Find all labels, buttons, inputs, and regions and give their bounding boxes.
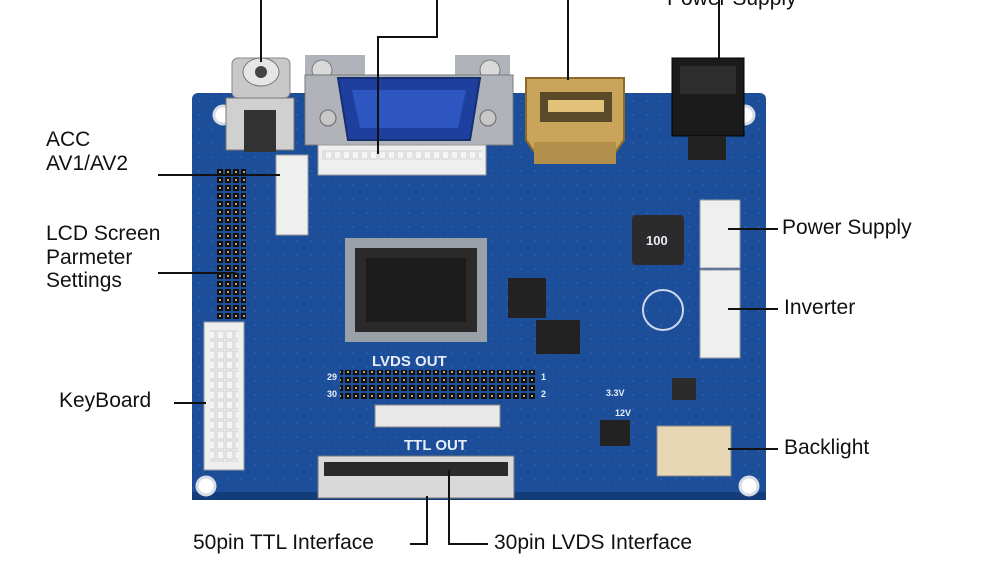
label-backlight: Backlight: [784, 436, 870, 459]
svg-text:100: 100: [646, 233, 668, 248]
label-power-supply: Power Supply: [782, 216, 912, 239]
leader-top-av: [260, 0, 262, 62]
ttl-out-silk: TTL OUT: [404, 437, 467, 454]
label-acc: ACC: [46, 128, 91, 151]
leader-lcd: [158, 272, 236, 274]
leader-top-power: [718, 0, 720, 60]
label-ttl-interface: 50pin TTL Interface: [193, 531, 374, 554]
label-parmeter: Parmeter: [46, 246, 133, 269]
label-settings: Settings: [46, 269, 122, 292]
power-supply-connector: [699, 199, 741, 269]
label-lcd-screen: LCD Screen: [46, 222, 161, 245]
leader-top-hdmi: [567, 0, 569, 80]
leader-ttl-v: [426, 496, 428, 544]
label-lvds-interface: 30pin LVDS Interface: [494, 531, 693, 554]
leader-inverter: [728, 308, 778, 310]
leader-ttl-h: [410, 543, 428, 545]
lvds-out-silk: LVDS OUT: [372, 353, 447, 370]
leader-acc: [158, 174, 280, 176]
vga-connector: [304, 55, 514, 146]
lcd-settings-header: [216, 168, 246, 320]
lvds-header: [340, 370, 536, 400]
label-av: AV1/AV2: [46, 152, 129, 175]
inductor: 100: [632, 215, 684, 265]
leader-backlight: [728, 448, 778, 450]
backlight-connector: [656, 425, 732, 477]
leader-top-vga: [436, 0, 438, 36]
svg-text:29: 29: [327, 372, 337, 382]
leader-lvds-h: [448, 543, 488, 545]
label-inverter: Inverter: [784, 296, 856, 319]
acc-av-connector: [275, 154, 309, 236]
leader-vga-down: [377, 36, 379, 154]
label-top-power-supply: Power Supply: [667, 0, 797, 11]
av-rca-connector: [225, 57, 295, 152]
leader-vga-bracket: [377, 36, 438, 38]
label-keyboard: KeyBoard: [59, 389, 152, 412]
leader-keyboard: [174, 402, 206, 404]
inverter-connector: [699, 269, 741, 359]
leader-power-supply: [728, 228, 778, 230]
main-chip: [345, 238, 487, 342]
hdmi-connector: [525, 77, 625, 164]
svg-text:30: 30: [327, 389, 337, 399]
svg-text:2: 2: [541, 389, 546, 399]
logo-circle: [642, 289, 684, 331]
svg-text:12V: 12V: [615, 408, 631, 418]
leader-lvds-v: [448, 470, 450, 544]
svg-text:3.3V: 3.3V: [606, 388, 625, 398]
svg-text:1: 1: [541, 372, 546, 382]
dc-power-jack: [671, 57, 745, 160]
